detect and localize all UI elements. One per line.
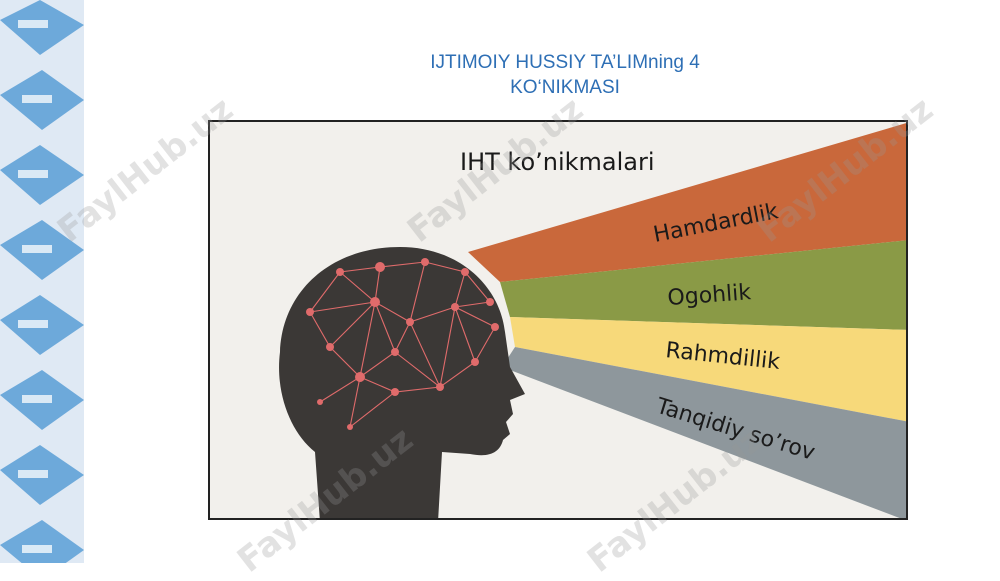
beam-tanqidiy [502, 347, 906, 518]
head-silhouette [279, 247, 525, 518]
figure-heading: IHT ko’nikmalari [460, 148, 655, 176]
slide-title-line-1: IJTIMOIY HUSSIY TA’LIMning 4 [430, 52, 700, 73]
ikat-pattern-strip [0, 0, 84, 563]
skills-diagram: IHT ko’nikmalari Hamdardlik Ogohlik Rahm… [279, 123, 906, 518]
skill-label-ogohlik: Ogohlik [667, 280, 752, 311]
skills-figure: IHT ko’nikmalari Hamdardlik Ogohlik Rahm… [208, 120, 908, 520]
slide-title-line-2: KO‘NIKMASI [510, 77, 620, 98]
beam-ogohlik [500, 240, 906, 330]
brain-nodes [306, 258, 499, 430]
beam-rahmdillik [510, 317, 906, 422]
beam-hamdardlik [468, 123, 906, 282]
slide-title: IJTIMOIY HUSSIY TA’LIMning 4 KO‘NIKMASI [330, 50, 800, 100]
